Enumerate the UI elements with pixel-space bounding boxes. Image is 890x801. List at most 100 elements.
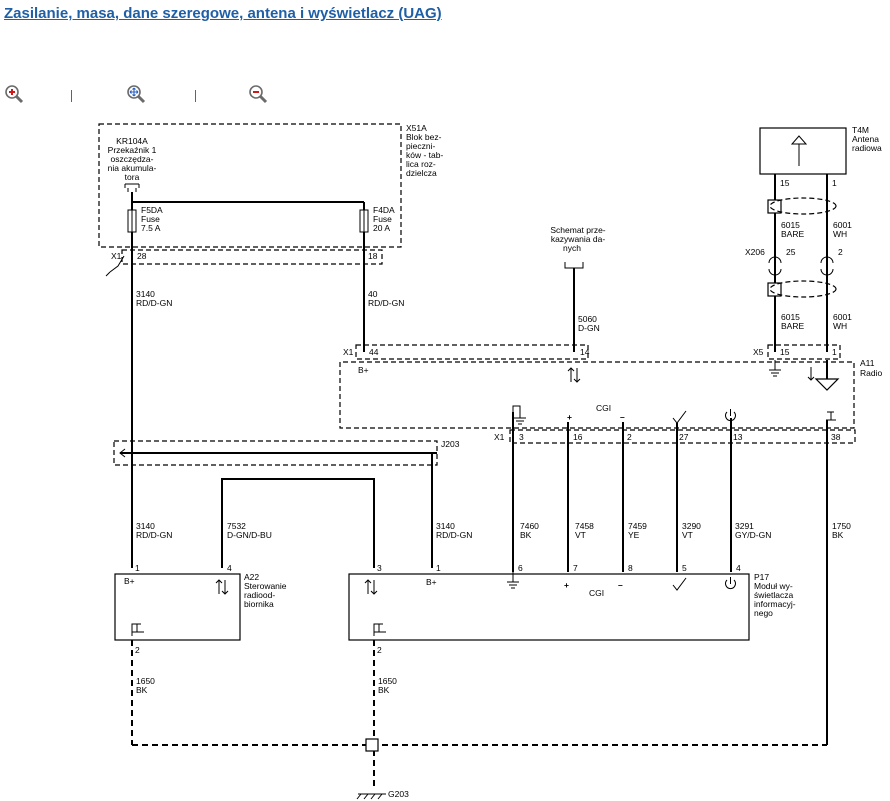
connector-a11-top: X1 44 14 X5 15 1 — [343, 344, 841, 360]
zoom-out-icon[interactable] — [248, 84, 268, 104]
svg-text:WH: WH — [833, 229, 847, 239]
svg-text:J203: J203 — [441, 439, 460, 449]
svg-text:RD/D-GN: RD/D-GN — [368, 298, 404, 308]
svg-text:6001: 6001 — [833, 312, 852, 322]
radio-a11: A11 Radio — [339, 358, 882, 429]
page-title[interactable]: Zasilanie, masa, dane szeregowe, antena … — [4, 5, 442, 22]
minus-icon: – — [620, 412, 625, 422]
svg-text:Przekaźnik 1: Przekaźnik 1 — [108, 145, 157, 155]
svg-text:5: 5 — [682, 563, 687, 573]
shield-upper — [767, 197, 837, 215]
svg-text:RD/D-GN: RD/D-GN — [136, 298, 172, 308]
svg-text:Fuse: Fuse — [141, 214, 160, 224]
check-icon — [672, 410, 687, 424]
svg-text:D-GN: D-GN — [578, 323, 600, 333]
svg-text:7458: 7458 — [575, 521, 594, 531]
minus-icon-p17: – — [618, 580, 623, 590]
svg-text:nego: nego — [754, 608, 773, 618]
check-icon-p17 — [672, 577, 687, 591]
serial-data-icon-p17 — [364, 579, 378, 595]
toolbar-separator — [71, 90, 72, 102]
fuse-f5da: F5DA Fuse 7.5 A — [127, 202, 163, 233]
svg-text:nia akumula-: nia akumula- — [108, 163, 157, 173]
toolbar-separator — [195, 90, 196, 102]
svg-text:3290: 3290 — [682, 521, 701, 531]
serial-data-icon — [567, 367, 581, 383]
svg-text:38: 38 — [831, 432, 841, 442]
svg-text:oszczędza-: oszczędza- — [111, 154, 154, 164]
svg-text:15: 15 — [780, 178, 790, 188]
antenna-t4m: T4M Antena radiowa — [759, 125, 882, 175]
svg-text:piecznі-: piecznі- — [406, 141, 435, 151]
svg-text:Radio: Radio — [860, 368, 882, 378]
connector-x1-fuse: X1 28 18 — [105, 249, 383, 277]
svg-text:3: 3 — [377, 563, 382, 573]
data-link-reference[interactable]: Schemat prze- kazywania da- nych — [550, 225, 606, 269]
svg-text:7459: 7459 — [628, 521, 647, 531]
svg-text:13: 13 — [733, 432, 743, 442]
svg-text:Blok bez-: Blok bez- — [406, 132, 442, 142]
svg-text:X1: X1 — [111, 251, 122, 261]
svg-text:1650: 1650 — [136, 676, 155, 686]
svg-text:B+: B+ — [124, 576, 135, 586]
svg-text:KR104A: KR104A — [116, 136, 148, 146]
module-a22: A22 Sterowanie radiood- biornika — [114, 572, 287, 641]
svg-text:radiowa: radiowa — [852, 143, 882, 153]
svg-text:5060: 5060 — [578, 314, 597, 324]
svg-text:1: 1 — [832, 178, 837, 188]
ground-icon-a22 — [131, 623, 144, 636]
svg-text:BK: BK — [136, 685, 148, 695]
fuse-f4da: F4DA Fuse 20 A — [359, 202, 395, 233]
svg-text:8: 8 — [628, 563, 633, 573]
svg-text:F4DA: F4DA — [373, 205, 395, 215]
svg-text:VT: VT — [682, 530, 693, 540]
antenna-input-icon — [807, 360, 840, 391]
svg-text:BK: BK — [520, 530, 532, 540]
svg-text:1650: 1650 — [378, 676, 397, 686]
ground-icon-a11-shield — [769, 360, 781, 377]
ground-splice — [365, 738, 379, 752]
zoom-in-icon[interactable] — [4, 84, 24, 104]
svg-text:7: 7 — [573, 563, 578, 573]
svg-text:BARE: BARE — [781, 229, 804, 239]
svg-text:G203: G203 — [388, 789, 409, 799]
svg-text:A22: A22 — [244, 572, 259, 582]
svg-text:biornika: biornika — [244, 599, 274, 609]
svg-text:Fuse: Fuse — [373, 214, 392, 224]
svg-text:A11: A11 — [860, 358, 875, 368]
svg-text:20 A: 20 A — [373, 223, 390, 233]
svg-text:YE: YE — [628, 530, 640, 540]
svg-text:X1: X1 — [343, 347, 354, 357]
svg-text:3140: 3140 — [436, 521, 455, 531]
svg-text:lica roz-: lica roz- — [406, 159, 436, 169]
svg-text:BARE: BARE — [781, 321, 804, 331]
svg-text:informacyj-: informacyj- — [754, 599, 796, 609]
ground-icon-p17-2 — [373, 623, 386, 636]
zoom-toolbar — [2, 84, 302, 106]
connector-x206: X206 25 2 — [745, 247, 843, 276]
svg-text:6: 6 — [518, 563, 523, 573]
svg-text:2: 2 — [377, 645, 382, 655]
svg-text:6015: 6015 — [781, 312, 800, 322]
connector-a11-bottom: X1 3 16 2 27 13 38 — [494, 429, 856, 444]
svg-text:2: 2 — [627, 432, 632, 442]
ground-icon-a11-38 — [826, 411, 836, 421]
svg-text:16: 16 — [573, 432, 583, 442]
svg-text:3291: 3291 — [735, 521, 754, 531]
svg-text:6001: 6001 — [833, 220, 852, 230]
zoom-fit-icon[interactable] — [126, 84, 146, 104]
svg-text:Moduł wy-: Moduł wy- — [754, 581, 793, 591]
svg-text:radiood-: radiood- — [244, 590, 275, 600]
svg-text:świetlacza: świetlacza — [754, 590, 793, 600]
svg-text:Schemat prze-: Schemat prze- — [550, 225, 605, 235]
svg-text:15: 15 — [780, 347, 790, 357]
svg-text:D-GN/D-BU: D-GN/D-BU — [227, 530, 272, 540]
svg-text:7532: 7532 — [227, 521, 246, 531]
svg-text:F5DA: F5DA — [141, 205, 163, 215]
wire-7532 — [221, 478, 375, 568]
display-module-p17: P17 Moduł wy- świetlacza informacyj- neg… — [348, 572, 796, 641]
svg-text:3: 3 — [519, 432, 524, 442]
svg-text:X206: X206 — [745, 247, 765, 257]
svg-text:2: 2 — [135, 645, 140, 655]
